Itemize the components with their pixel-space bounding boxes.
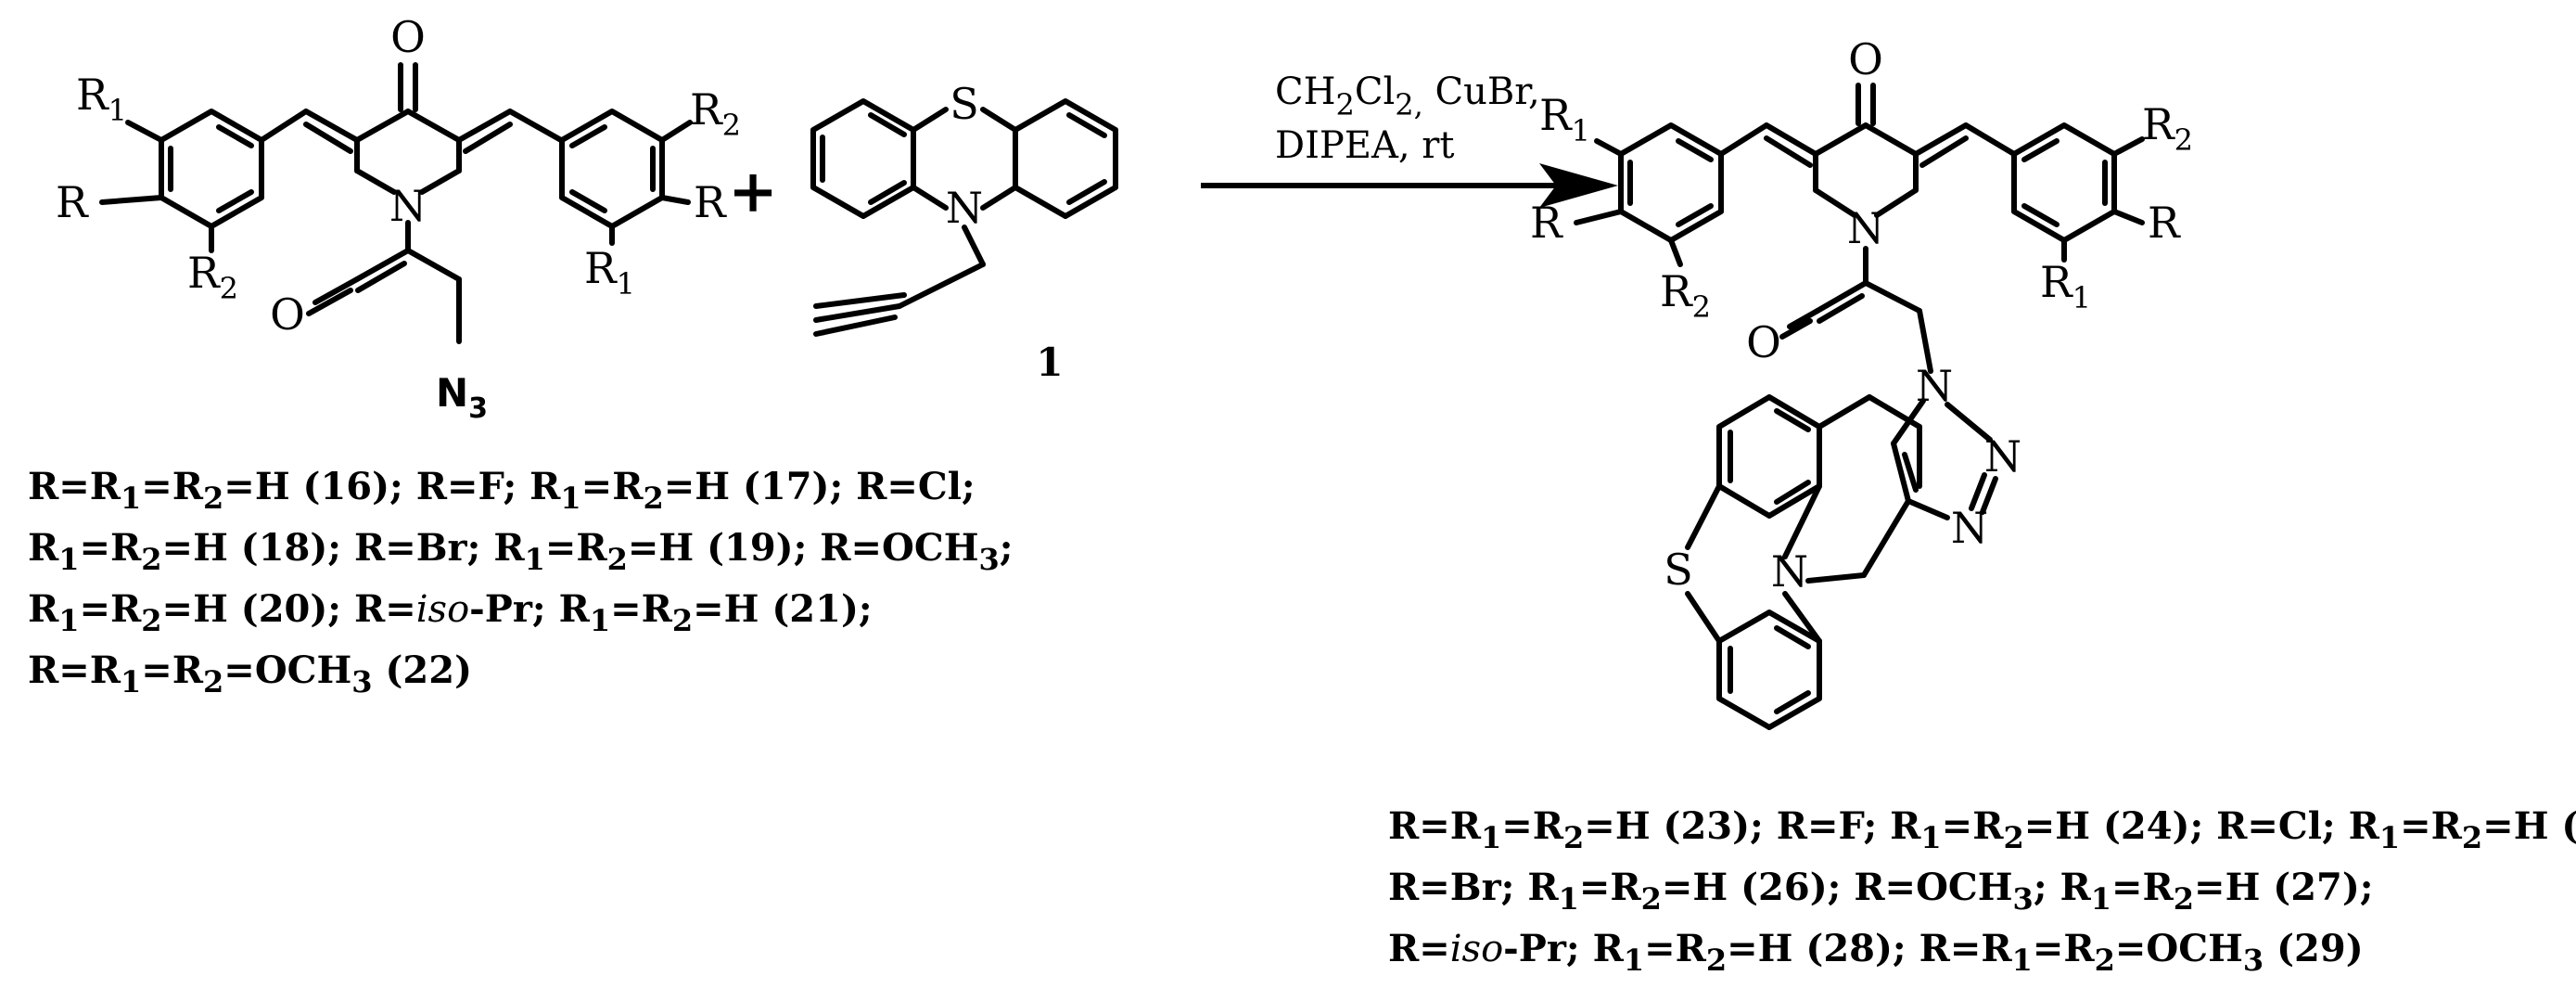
reactant-a-azide: N3 [436,370,488,425]
reactant-caption-line-3: R1=R2=H (20); R=iso-Pr; R1=R2=H (21); [28,587,873,638]
reaction-arrow [1201,163,1618,208]
reaction-conditions: CH2Cl2, CuBr, DIPEA, rt [1275,71,1540,167]
product-r2-left: R2 [1660,266,1711,325]
reactant-a-amide-o: O [270,289,305,340]
reactant-b-s: S [950,79,979,129]
reactant-a-r2-right: R2 [690,84,741,143]
reactant-a-left-ring [159,109,264,229]
product-caption-line-1: R=R1=R2=H (23); R=F; R1=R2=H (24); R=Cl;… [1388,804,2576,855]
reactant-b-structure: S N 1 [810,79,1118,385]
reactant-a-right-ring [559,109,665,229]
product-ketone-o: O [1848,34,1883,84]
product-triazole-n2: N [1984,431,2021,481]
product-caption-line-2: R=Br; R1=R2=H (26); R=OCH3; R1=R2=H (27)… [1388,866,2374,917]
product-caption: R=R1=R2=H (23); R=F; R1=R2=H (24); R=Cl;… [1388,804,2576,978]
reactant-b-n: N [946,183,983,233]
product-phenothiazine-n: N [1771,546,1808,597]
product-phenothiazine-s: S [1664,545,1693,595]
reactant-a-r-right: R [694,177,727,227]
reactant-a-structure: O N O N3 R1 R R2 R2 R R1 [56,12,741,425]
product-triazole-n1: N [1916,361,1953,411]
product-caption-line-3: R=iso-Pr; R1=R2=H (28); R=R1=R2=OCH3 (29… [1388,927,2364,978]
product-r-left: R [1530,198,1563,248]
reactant-caption-line-2: R1=R2=H (18); R=Br; R1=R2=H (19); R=OCH3… [28,526,1014,577]
reactant-caption-line-4: R=R1=R2=OCH3 (22) [28,648,472,699]
product-r1-right: R1 [2040,257,2091,315]
reactant-a-r1-right: R1 [584,243,635,302]
reactant-b-label: 1 [1036,340,1063,385]
product-r-right: R [2148,198,2181,248]
reactant-caption-line-1: R=R1=R2=H (16); R=F; R1=R2=H (17); R=Cl; [28,465,976,516]
product-r1-left: R1 [1539,90,1590,148]
product-ring-n: N [1847,203,1884,253]
reactant-a-ring-n: N [389,181,427,231]
product-structure: O N O R1 R R2 R2 R R1 N N N S N [1530,34,2193,730]
conditions-line-1: CH2Cl2, CuBr, [1275,71,1540,122]
product-amide-o: O [1746,317,1781,367]
reactant-a-ketone-o: O [390,12,426,62]
product-r2-right: R2 [2142,99,2193,158]
plus-sign: + [728,157,778,226]
reactant-a-r2-left: R2 [187,248,238,306]
conditions-line-2: DIPEA, rt [1275,124,1455,167]
reactant-a-r1-left: R1 [76,70,127,128]
reactant-caption: R=R1=R2=H (16); R=F; R1=R2=H (17); R=Cl;… [28,465,1014,699]
reactant-a-r-left: R [56,177,89,227]
product-triazole-n3: N [1951,503,1988,553]
